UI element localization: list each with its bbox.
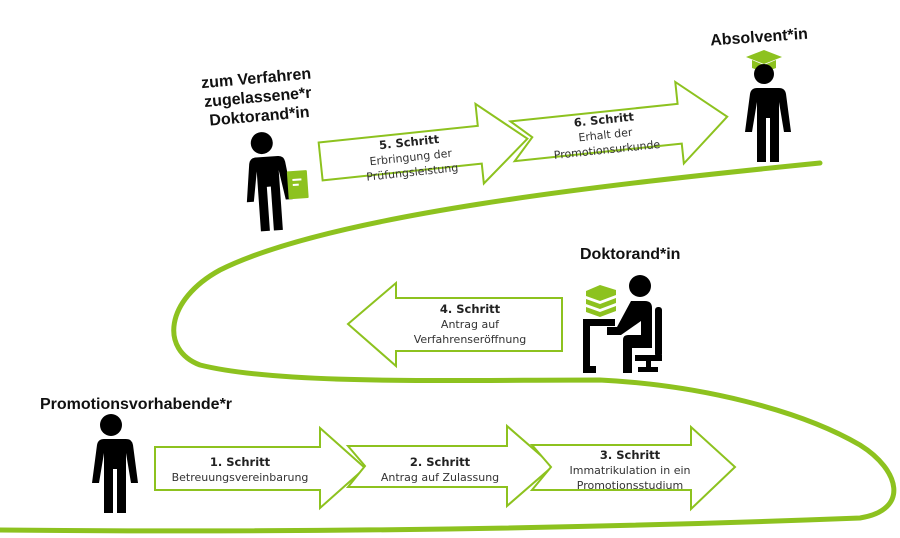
person-standing-icon — [92, 414, 138, 513]
step-2-desc: Antrag auf Zulassung — [381, 471, 499, 484]
step-arrow-4: 4. Schritt Antrag auf Verfahrenseröffnun… — [346, 280, 563, 369]
step-4-desc-line-1: Antrag auf — [441, 318, 500, 331]
person-studying-desk-icon — [583, 275, 662, 373]
book-icon — [286, 170, 309, 200]
role-label-absolvent: Absolvent*in — [710, 26, 809, 50]
step-6-title: 6. Schritt — [573, 109, 635, 129]
step-3-desc-line-1: Immatrikulation in ein — [570, 464, 691, 477]
role-label-promotionsvorhabende: Promotionsvorhabende*r — [40, 396, 232, 413]
step-4-desc-line-2: Verfahrenseröffnung — [414, 333, 527, 346]
step-arrow-5: 5. Schritt Erbringung der Prüfungsleistu… — [317, 101, 529, 186]
step-2-title: 2. Schritt — [410, 455, 471, 469]
step-3-title: 3. Schritt — [600, 448, 661, 462]
book-stack-icon — [586, 285, 616, 317]
role-label-zugelassen: zum Verfahren zugelassene*r Doktorand*in — [201, 66, 313, 130]
step-3-desc-line-2: Promotionsstudium — [577, 479, 683, 492]
step-arrow-2: 2. Schritt Antrag auf Zulassung — [345, 423, 555, 509]
step-1-title: 1. Schritt — [210, 455, 271, 469]
role-label-doktorand: Doktorand*in — [580, 246, 680, 263]
step-arrow-1: 1. Schritt Betreuungsvereinbarung — [154, 425, 367, 511]
graduate-icon — [745, 50, 791, 162]
step-5-title: 5. Schritt — [378, 132, 440, 152]
step-arrow-6: 6. Schritt Erhalt der Promotionsurkunde — [507, 79, 729, 166]
step-arrow-3: 3. Schritt Immatrikulation in ein Promot… — [529, 424, 737, 512]
step-6-desc-line-1: Erhalt der — [578, 126, 634, 145]
person-with-book-icon — [246, 132, 309, 232]
process-path — [0, 160, 897, 534]
step-1-desc: Betreuungsvereinbarung — [172, 471, 309, 484]
step-4-title: 4. Schritt — [440, 302, 501, 316]
